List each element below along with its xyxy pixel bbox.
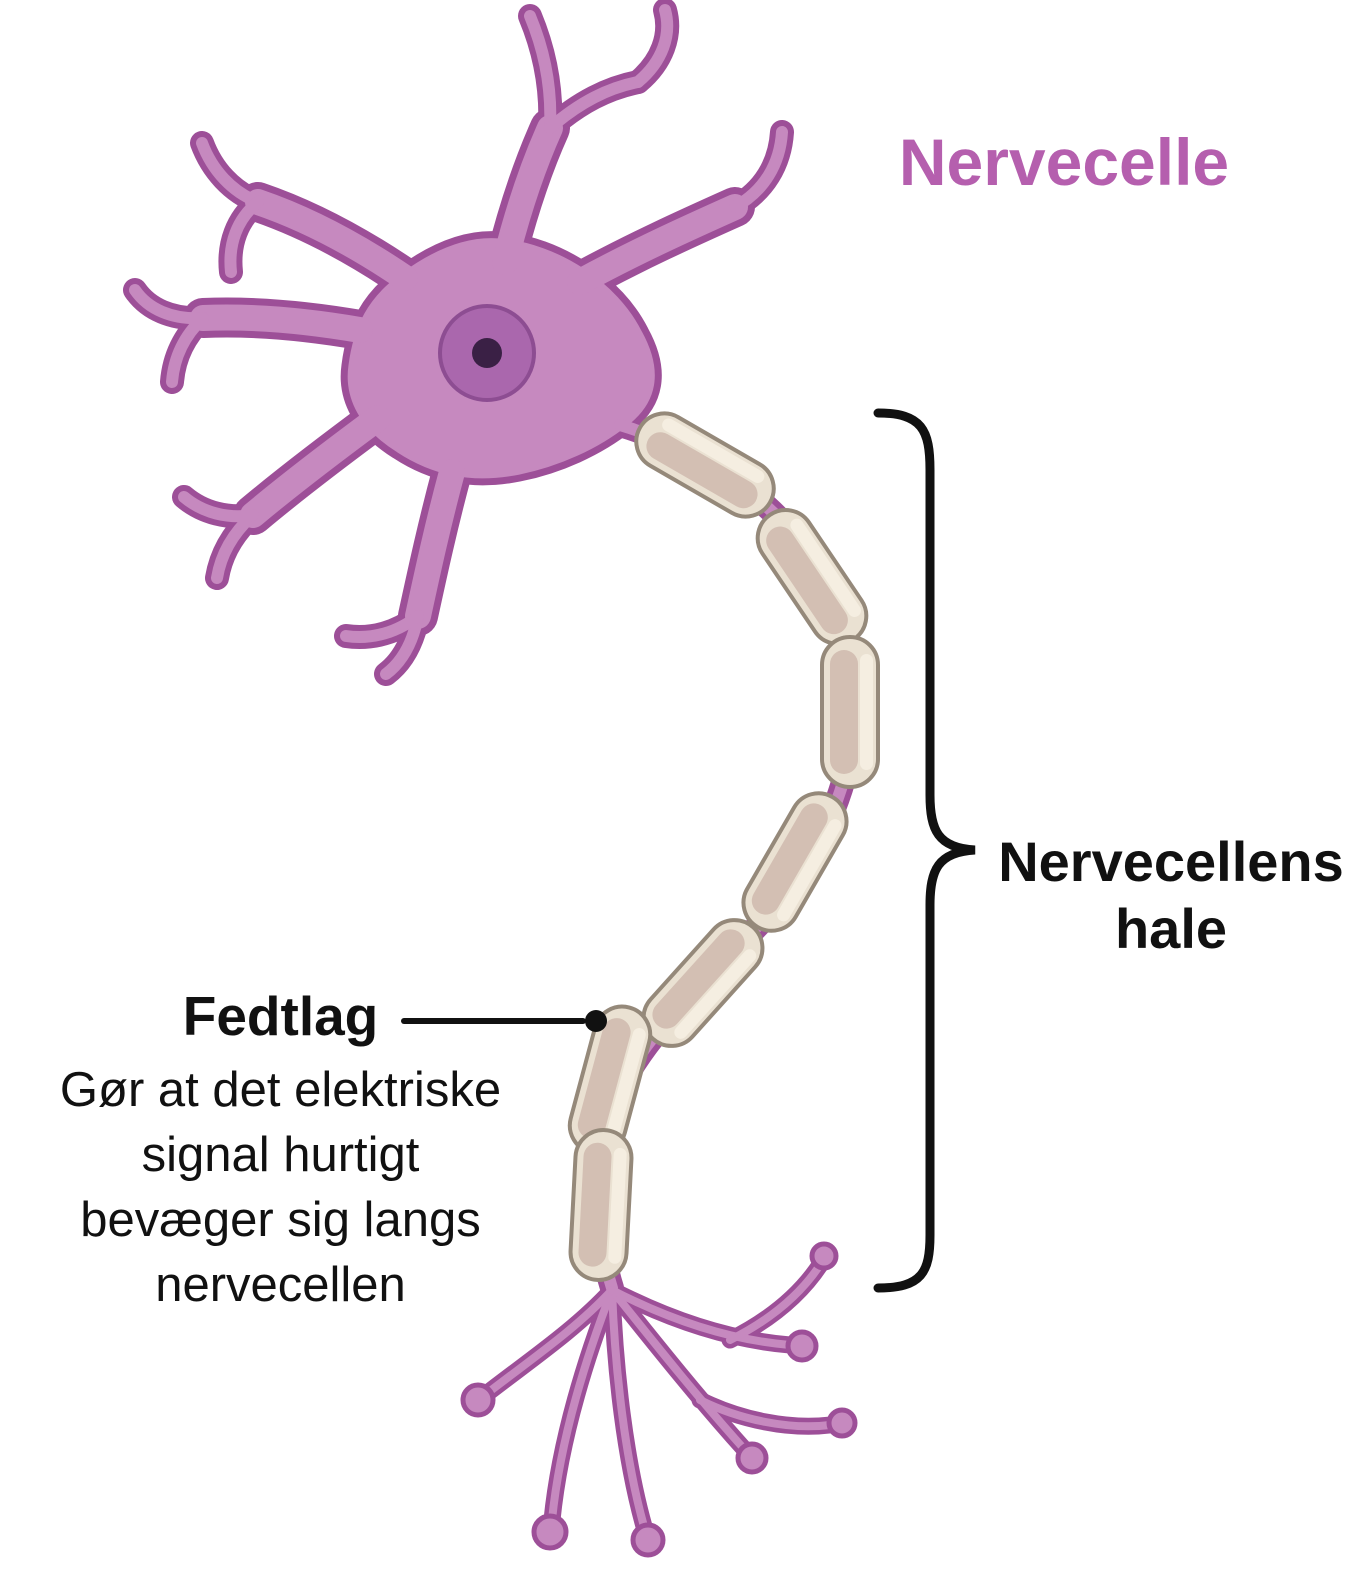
nucleolus (472, 338, 502, 368)
terminal-bulbs (460, 1241, 858, 1558)
nucleus (438, 304, 536, 402)
fedtlag-heading: Fedtlag (182, 985, 379, 1047)
fedtlag-description-line: signal hurtigt (141, 1128, 420, 1182)
myelin-segment (820, 635, 880, 789)
fedtlag-description-line: bevæger sig langs (80, 1193, 481, 1247)
myelin-segment (569, 1129, 633, 1282)
axon-brace (873, 408, 976, 1293)
fedtlag-pointer (401, 1010, 607, 1032)
fedtlag-description-line: Gør at det elektriske (59, 1063, 502, 1117)
fedtlag-label-block: Fedtlag Gør at det elektriske signal hur… (8, 986, 553, 1318)
myelin-segment (630, 906, 776, 1060)
myelin-sheath (561, 401, 880, 1282)
pointer-dot (585, 1010, 607, 1032)
axon-brace-label: Nervecellens hale (985, 828, 1357, 962)
myelin-segment (744, 497, 880, 657)
axon-brace-label-line: hale (1114, 897, 1228, 960)
myelin-segment (624, 401, 786, 529)
axon-brace-label-line: Nervecellens (998, 830, 1344, 893)
axon-terminals (481, 1261, 834, 1534)
fedtlag-description-line: nervecellen (155, 1258, 406, 1312)
myelin-segment (731, 781, 859, 943)
diagram-title: Nervecelle (898, 125, 1230, 199)
dendrites-fill (129, 4, 788, 680)
